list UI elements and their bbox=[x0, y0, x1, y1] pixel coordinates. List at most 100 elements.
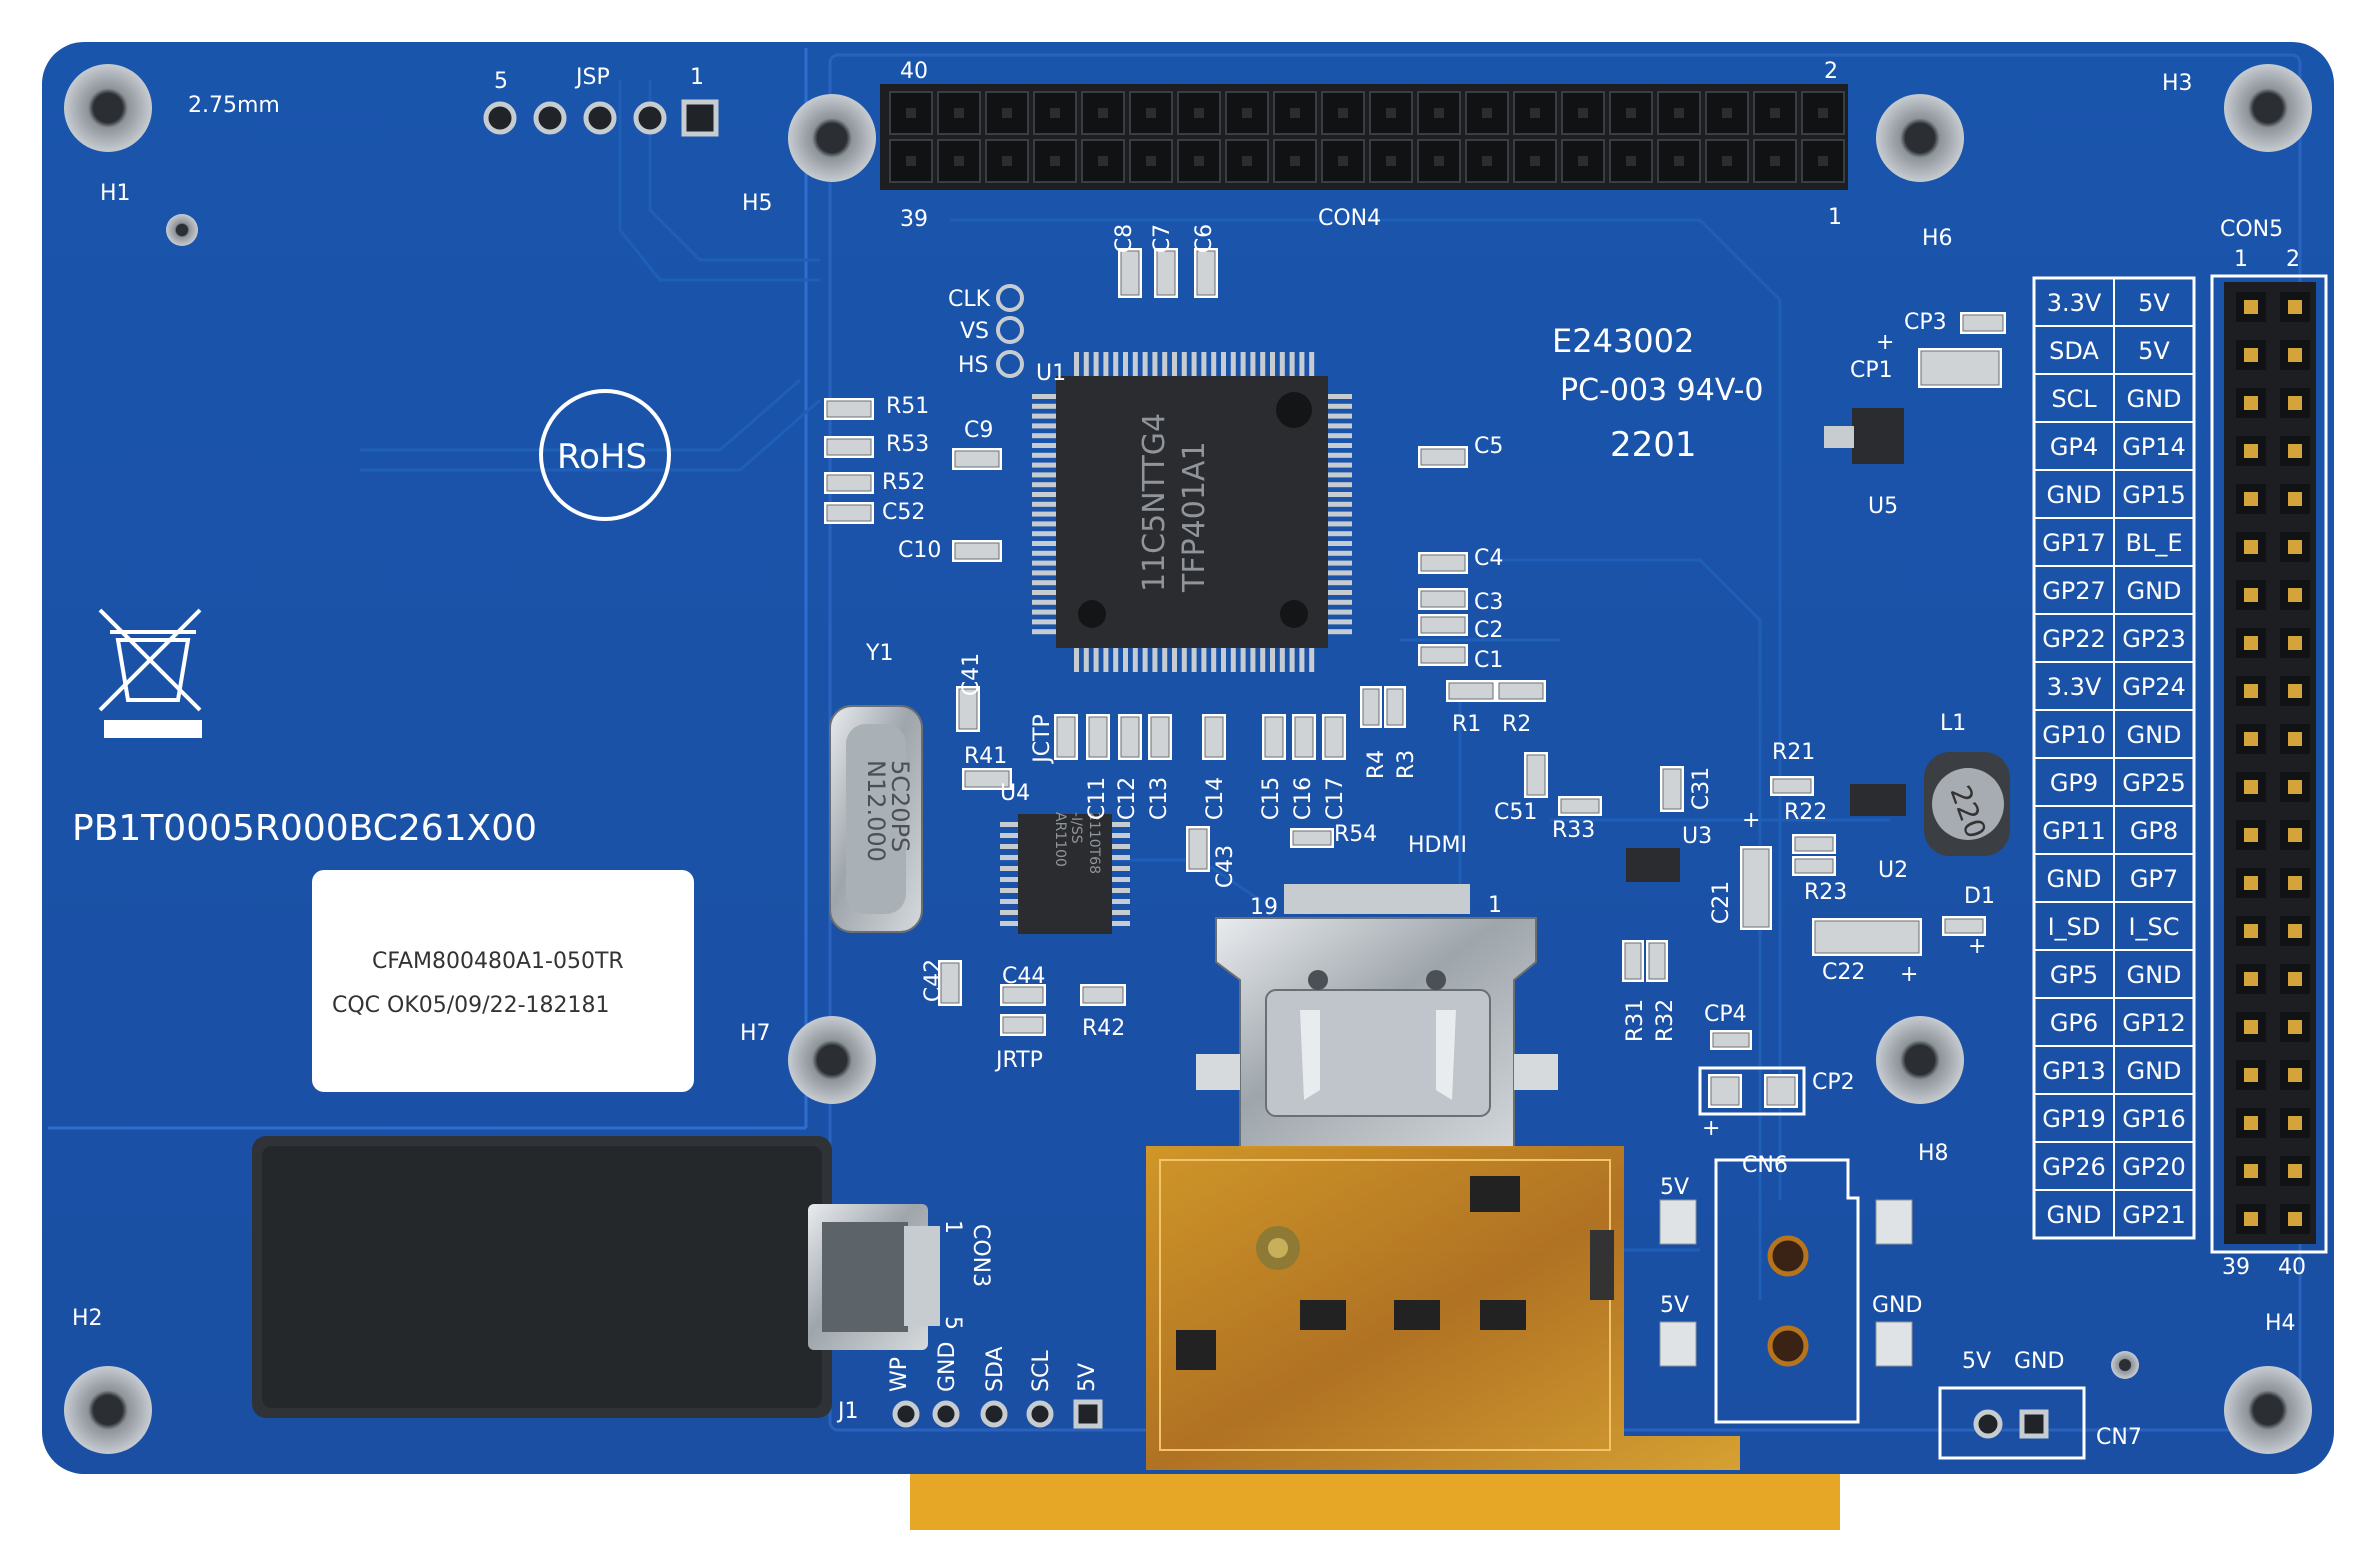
j1-pin-gnd: GND bbox=[935, 1342, 960, 1392]
u4-mark2: -I/SS bbox=[1068, 812, 1084, 844]
smd-part bbox=[1294, 716, 1314, 758]
u1-pin bbox=[1032, 482, 1056, 488]
u1-pin bbox=[1250, 352, 1256, 376]
u1-pin bbox=[1032, 570, 1056, 576]
smd-part bbox=[954, 450, 1000, 468]
con4-socket-hole bbox=[1482, 156, 1492, 166]
jsp-pin1: 1 bbox=[690, 65, 704, 90]
u1-pin bbox=[1123, 352, 1128, 376]
smd-part bbox=[1662, 768, 1682, 810]
u4-pin bbox=[1000, 877, 1018, 882]
u1-pin bbox=[1032, 403, 1056, 409]
con5-pin-name: GP21 bbox=[2122, 1201, 2186, 1229]
hole-label-h6: H6 bbox=[1922, 226, 1953, 251]
con4-socket-hole bbox=[1194, 156, 1204, 166]
con5-pin-name: GP12 bbox=[2122, 1009, 2186, 1037]
con4-socket-hole bbox=[1626, 156, 1636, 166]
smd-part bbox=[1056, 716, 1076, 758]
smd-part bbox=[1742, 848, 1770, 928]
con4-socket-hole bbox=[1770, 108, 1780, 118]
con5-pin-name: GP20 bbox=[2122, 1153, 2186, 1181]
j1-pin-wp: WP bbox=[887, 1357, 912, 1392]
u4-body bbox=[1018, 814, 1112, 934]
con5-pin bbox=[2288, 1212, 2302, 1226]
con5-pin-name: I_SD bbox=[2048, 913, 2101, 941]
con5-pin bbox=[2288, 780, 2302, 794]
u1-pin bbox=[1328, 570, 1352, 576]
u4-pin bbox=[1000, 910, 1018, 915]
u4-pin bbox=[1112, 855, 1130, 860]
smd-part bbox=[1560, 798, 1600, 814]
u1-pin bbox=[1162, 352, 1168, 376]
u1-pin bbox=[1328, 580, 1352, 586]
smd-part bbox=[1002, 1016, 1044, 1034]
u1-pin bbox=[1279, 648, 1285, 672]
con5-pin-name: GP5 bbox=[2050, 961, 2098, 989]
con5-pin bbox=[2288, 972, 2302, 986]
smd-part bbox=[1526, 754, 1546, 796]
smd-part bbox=[1156, 250, 1176, 296]
con5-pin bbox=[2288, 1164, 2302, 1178]
con4-socket-hole bbox=[1050, 108, 1060, 118]
j1-pin-scl: SCL bbox=[1029, 1350, 1054, 1392]
con5-pin bbox=[2288, 924, 2302, 938]
u1-pin bbox=[1152, 352, 1158, 376]
mount-note: 2.75mm bbox=[188, 93, 280, 118]
con5-pin-name: GP13 bbox=[2042, 1057, 2106, 1085]
u1-pin bbox=[1032, 501, 1056, 507]
u4-pin bbox=[1000, 866, 1018, 871]
u1-pin bbox=[1201, 648, 1207, 672]
u1-pin bbox=[1328, 501, 1352, 507]
ic-u4 bbox=[1000, 814, 1130, 934]
con4-socket-hole bbox=[1434, 156, 1444, 166]
inductor-l1 bbox=[1924, 752, 2010, 856]
u1-pin bbox=[1191, 648, 1197, 672]
u1-pin bbox=[1328, 511, 1352, 517]
u1-pin bbox=[1032, 423, 1056, 429]
con4-socket-hole bbox=[1098, 108, 1108, 118]
u4-mark1: AR1100 bbox=[1052, 812, 1068, 867]
con5-pin-name: GP7 bbox=[2130, 865, 2178, 893]
con4-socket-hole bbox=[1818, 156, 1828, 166]
u1-pin bbox=[1260, 648, 1266, 672]
u1-pin bbox=[1328, 462, 1352, 468]
u1-pin bbox=[1032, 531, 1056, 537]
smd-part bbox=[1088, 716, 1108, 758]
rohs-text: RoHS bbox=[557, 437, 647, 477]
con5-pin bbox=[2244, 540, 2258, 554]
u1-pin bbox=[1299, 648, 1305, 672]
con4-socket-hole bbox=[1386, 108, 1396, 118]
u1-pin bbox=[1328, 619, 1352, 625]
smd-part bbox=[1420, 448, 1466, 466]
u1-pin bbox=[1172, 648, 1177, 672]
u1-pin bbox=[1032, 462, 1056, 468]
con4-label: CON4 bbox=[1318, 206, 1381, 231]
u4-pin bbox=[1112, 822, 1130, 827]
con5-pin-name: GP8 bbox=[2130, 817, 2178, 845]
smd-part bbox=[940, 962, 960, 1004]
con5-pin-name: GP27 bbox=[2042, 577, 2106, 605]
con5-pin bbox=[2244, 396, 2258, 410]
con4-socket-hole bbox=[1098, 156, 1108, 166]
con4-socket bbox=[985, 91, 1029, 135]
con5-pin bbox=[2244, 972, 2258, 986]
u1-pin bbox=[1113, 648, 1119, 672]
con5-pin39: 39 bbox=[2222, 1255, 2250, 1280]
smd-part bbox=[1962, 314, 2004, 332]
u4-pin bbox=[1000, 844, 1018, 849]
con5-pin bbox=[2244, 444, 2258, 458]
con5-pin-name: SDA bbox=[2049, 337, 2099, 365]
smd-part bbox=[1002, 986, 1044, 1004]
con4-socket-hole bbox=[1674, 156, 1684, 166]
cn7-5v: 5V bbox=[1962, 1349, 1991, 1374]
con5-pin-name: GP15 bbox=[2122, 481, 2186, 509]
j1-pin-5v: 5V bbox=[1075, 1363, 1100, 1392]
u1-pin bbox=[1032, 492, 1056, 497]
con4-socket-hole bbox=[906, 108, 916, 118]
u1-pin bbox=[1328, 452, 1352, 458]
con5-pin-name: GP26 bbox=[2042, 1153, 2106, 1181]
smd-part bbox=[1420, 616, 1466, 634]
con5-pin40: 40 bbox=[2278, 1255, 2306, 1280]
u1-pin bbox=[1162, 648, 1168, 672]
con4-socket bbox=[937, 91, 981, 135]
